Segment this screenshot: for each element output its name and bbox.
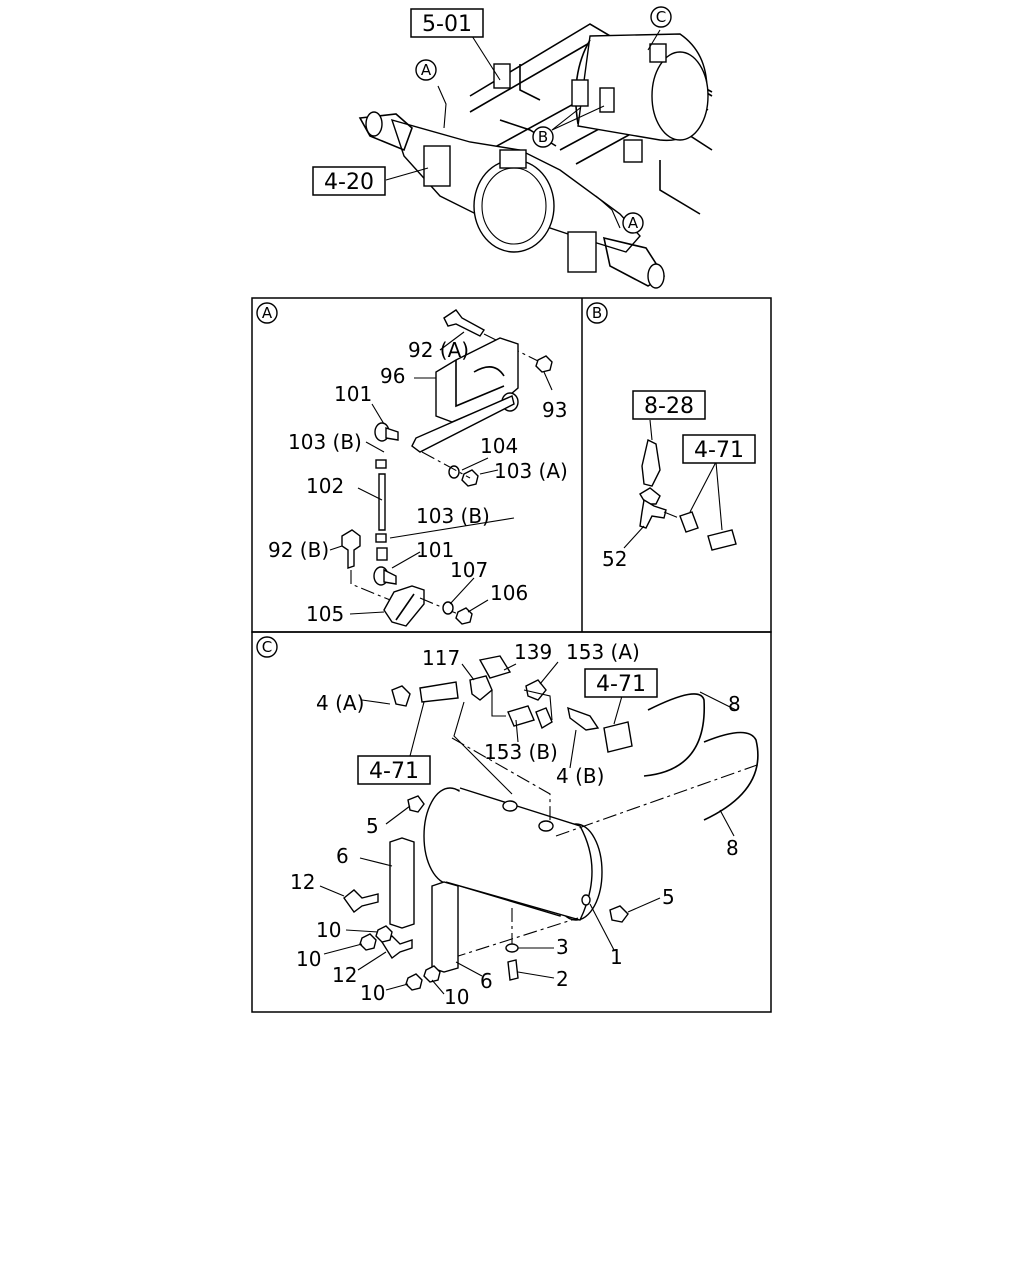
label-103b-bottom: 103 (B): [416, 504, 490, 528]
label-96: 96: [380, 364, 405, 388]
ref-box-4-71-c-top[interactable]: 4-71: [584, 668, 658, 698]
callout-letter: A: [421, 61, 432, 79]
label-102: 102: [306, 474, 344, 498]
ref-box-4-20[interactable]: 4-20: [312, 166, 386, 196]
label-103b-top: 103 (B): [288, 430, 362, 454]
label-4b: 4 (B): [556, 764, 604, 788]
label-10-a: 10: [316, 918, 341, 942]
label-101-bottom: 101: [416, 538, 454, 562]
panel-letter: C: [262, 638, 272, 656]
ref-label-8-28: 8-28: [644, 394, 694, 419]
label-117: 117: [422, 646, 460, 670]
label-10-c: 10: [360, 981, 385, 1005]
label-8-bottom: 8: [726, 836, 739, 860]
axle-housing-overview: [358, 111, 666, 289]
label-4a: 4 (A): [316, 691, 364, 715]
label-12-top: 12: [290, 870, 315, 894]
callout-circle-a-top[interactable]: A: [415, 59, 437, 81]
label-52: 52: [602, 547, 627, 571]
panel-letter: A: [262, 304, 273, 322]
label-6-top: 6: [336, 844, 349, 868]
axle-assembly-overview: [358, 23, 713, 289]
callout-circle-a-right[interactable]: A: [622, 212, 644, 234]
callout-circle-c-top[interactable]: C: [650, 6, 672, 28]
label-93: 93: [542, 398, 567, 422]
label-139: 139: [514, 640, 552, 664]
ref-label-5-01: 5-01: [422, 12, 472, 37]
label-106: 106: [490, 581, 528, 605]
label-107: 107: [450, 558, 488, 582]
label-10-b: 10: [296, 947, 321, 971]
ref-box-4-71-c-left[interactable]: 4-71: [357, 755, 431, 785]
detail-panel-c: [251, 631, 772, 1013]
label-1: 1: [610, 945, 623, 969]
label-2: 2: [556, 967, 569, 991]
panel-b-circle[interactable]: B: [586, 302, 608, 324]
tee-connector-detail: [623, 419, 737, 551]
label-92b: 92 (B): [268, 538, 329, 562]
label-8-top: 8: [728, 692, 741, 716]
label-104: 104: [480, 434, 518, 458]
label-153b: 153 (B): [484, 740, 558, 764]
callout-letter: C: [656, 8, 666, 26]
label-103a: 103 (A): [494, 459, 568, 483]
ref-box-5-01[interactable]: 5-01: [410, 8, 484, 38]
ref-label-4-71: 4-71: [694, 438, 744, 463]
ref-box-4-71-b[interactable]: 4-71: [682, 434, 756, 464]
label-6-bottom: 6: [480, 969, 493, 993]
label-5-right: 5: [662, 885, 675, 909]
panel-a-circle[interactable]: A: [256, 302, 278, 324]
label-10-d: 10: [444, 985, 469, 1009]
air-tank-overview: [574, 33, 709, 142]
level-valve-linkage: [329, 309, 553, 627]
label-12-bottom: 12: [332, 963, 357, 987]
callout-letter: A: [628, 214, 639, 232]
ref-label-4-20: 4-20: [324, 170, 374, 195]
callout-letter: B: [538, 128, 548, 146]
ref-label-4-71: 4-71: [596, 672, 646, 697]
label-101-top: 101: [334, 382, 372, 406]
label-105: 105: [306, 602, 344, 626]
label-153a: 153 (A): [566, 640, 640, 664]
label-3: 3: [556, 935, 569, 959]
panel-c-circle[interactable]: C: [256, 636, 278, 658]
ref-box-8-28[interactable]: 8-28: [632, 390, 706, 420]
air-tank-detail: [319, 655, 761, 995]
label-92a: 92 (A): [408, 338, 469, 362]
panel-letter: B: [592, 304, 602, 322]
label-5-left: 5: [366, 814, 379, 838]
callout-circle-b-top[interactable]: B: [532, 126, 554, 148]
ref-label-4-71: 4-71: [369, 759, 419, 784]
